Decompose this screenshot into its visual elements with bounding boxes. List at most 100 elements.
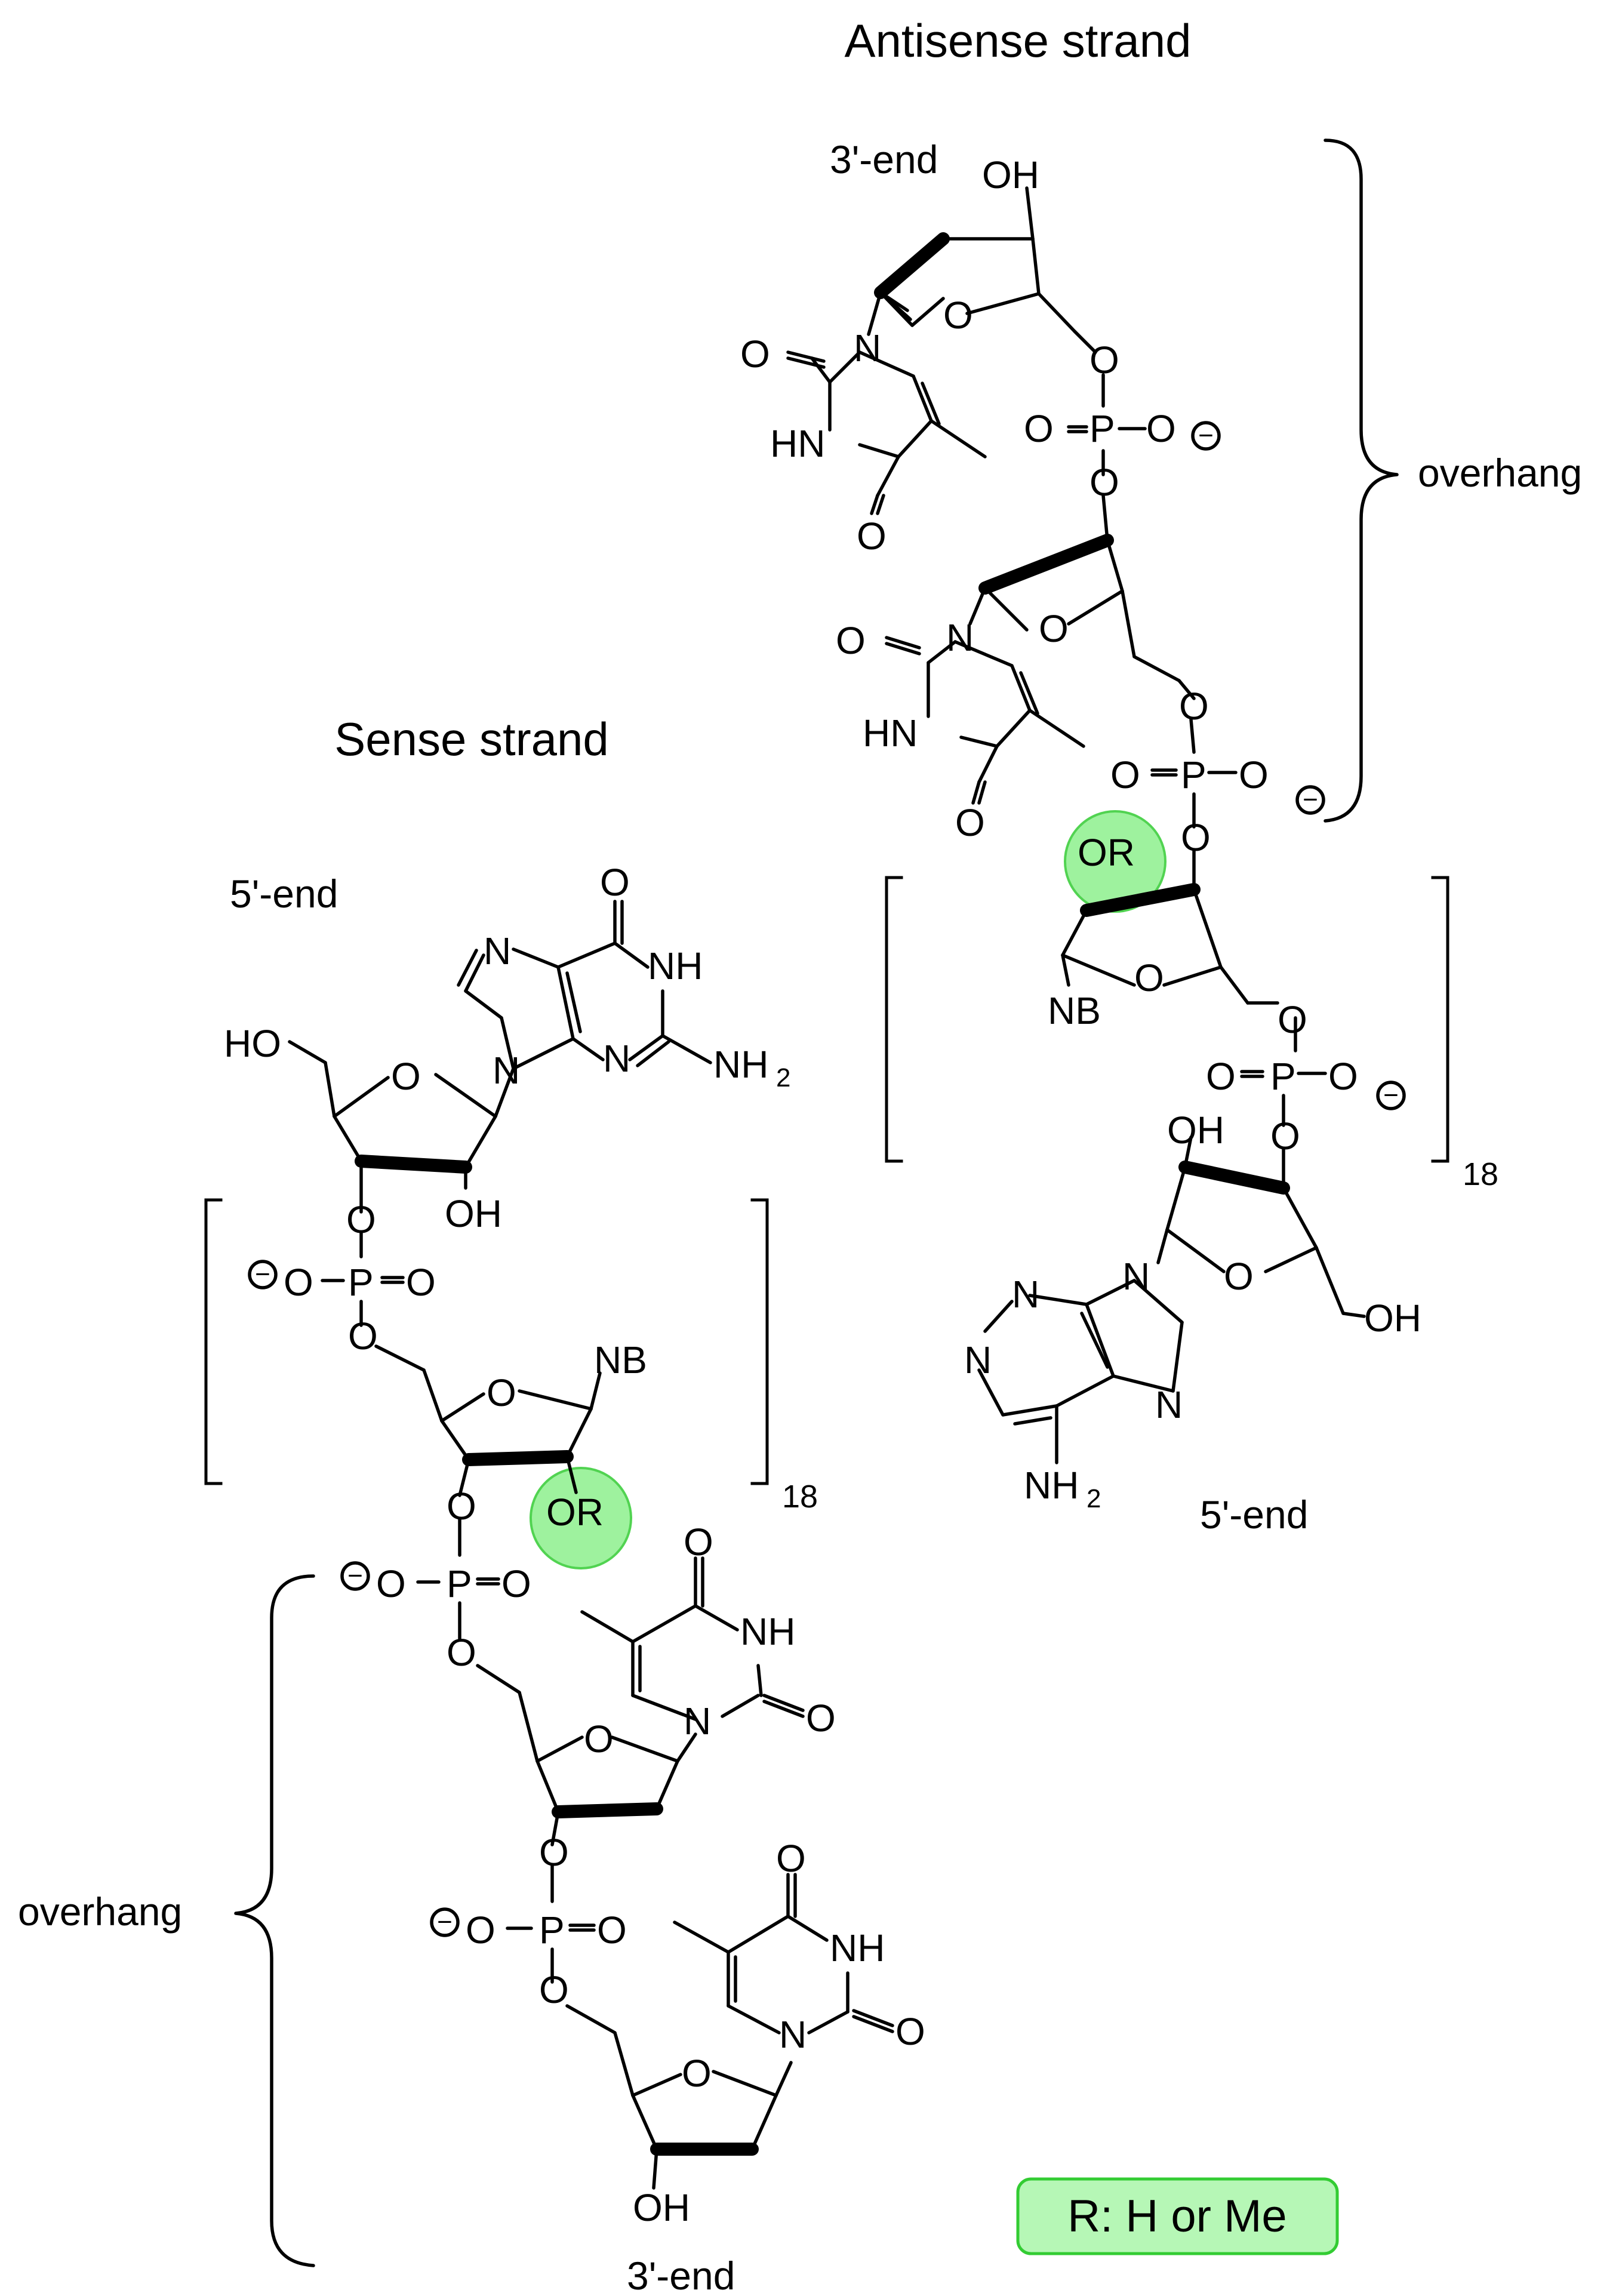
atom-o: O <box>740 333 770 376</box>
atom-n: N <box>964 1338 992 1381</box>
svg-text:−: − <box>347 1561 363 1590</box>
atom-n: N <box>1122 1255 1150 1298</box>
atom-o: O <box>406 1261 436 1304</box>
atom-n: N <box>493 1049 520 1092</box>
atom-nb: NB <box>594 1338 647 1381</box>
charges: − − − − − − <box>248 421 1406 1937</box>
atom-n: N <box>1155 1383 1183 1426</box>
atom-o: O <box>600 861 630 904</box>
atom-oh: OH <box>1167 1109 1224 1152</box>
atom-o: O <box>447 1485 476 1528</box>
negative-charge: − <box>340 1561 370 1591</box>
atom-o: O <box>1270 1115 1300 1158</box>
sense-title: Sense strand <box>334 713 609 765</box>
or-highlight-sense <box>530 1467 632 1569</box>
atom-o: O <box>1278 998 1307 1041</box>
atom-o: O <box>1089 338 1119 381</box>
svg-text:−: − <box>1383 1081 1399 1110</box>
atom-o: O <box>684 1521 713 1564</box>
atom-n: N <box>684 1700 711 1743</box>
legend-text: R: H or Me <box>1067 2191 1286 2242</box>
atom-o: O <box>1134 956 1164 999</box>
negative-charge: − <box>1295 785 1325 815</box>
atom-nh: NH <box>648 944 703 987</box>
atom-nh2: NH <box>1024 1464 1079 1507</box>
sense-5-end-label: 5'-end <box>230 872 338 916</box>
atom-o: O <box>1110 753 1140 796</box>
atom-o: O <box>447 1631 476 1674</box>
antisense-3-end-label: 3'-end <box>830 137 938 181</box>
atom-n: N <box>484 930 511 972</box>
atom-o: O <box>539 1968 569 2011</box>
atom-o: O <box>539 1831 569 1874</box>
repeat-count-sense: 18 <box>782 1479 818 1515</box>
atom-n: N <box>779 2013 807 2056</box>
atom-o: O <box>501 1562 531 1605</box>
antisense-title: Antisense strand <box>844 14 1191 67</box>
overhang-brace-left <box>234 1574 315 2267</box>
atom-o: O <box>1024 407 1054 450</box>
atom-o: O <box>1039 607 1069 650</box>
atom-or: OR <box>546 1491 604 1534</box>
atom-p: P <box>539 1909 565 1952</box>
atom-oh: OH <box>633 2186 690 2229</box>
atom-nh: NH <box>830 1926 885 1969</box>
or-highlight-antisense <box>1064 810 1167 913</box>
atom-n: N <box>946 616 974 659</box>
overhang-left-label: overhang <box>18 1889 182 1934</box>
antisense-repeat-bracket <box>885 876 1449 1163</box>
sense-3-end-label: 3'-end <box>627 2254 735 2296</box>
atom-n: N <box>854 327 881 370</box>
atom-sub-2: 2 <box>776 1063 790 1092</box>
atom-nh: NH <box>740 1610 795 1653</box>
atom-o: O <box>1181 816 1211 859</box>
antisense-wedge-bonds <box>874 232 1290 1195</box>
atom-o: O <box>346 1198 376 1241</box>
atom-o: O <box>1089 461 1119 504</box>
antisense-bonds <box>786 186 1366 1464</box>
svg-text:−: − <box>255 1260 270 1289</box>
atom-o: O <box>857 515 887 558</box>
atom-o: O <box>597 1909 627 1952</box>
atom-oh: OH <box>1364 1297 1421 1340</box>
atom-o: O <box>682 2052 712 2095</box>
repeat-count-antisense: 18 <box>1463 1156 1498 1192</box>
atom-o: O <box>1179 685 1209 728</box>
atom-o: O <box>391 1055 421 1098</box>
end-labels: 3'-end 5'-end 5'-end 3'-end overhang ove… <box>18 137 1582 2296</box>
atom-o: O <box>466 1909 495 1952</box>
atom-o: O <box>1146 407 1176 450</box>
atom-p: P <box>348 1261 374 1304</box>
atom-p: P <box>1089 407 1115 450</box>
atom-o: O <box>895 2010 925 2053</box>
atom-sub-2: 2 <box>1087 1484 1101 1513</box>
atom-o: O <box>1206 1055 1236 1098</box>
atom-o: O <box>943 294 973 337</box>
atom-nb: NB <box>1048 989 1101 1032</box>
atom-labels: OH O N O HN O O O P O O O N O HN O O O P… <box>224 153 1421 2229</box>
atom-p: P <box>1181 753 1207 796</box>
atom-oh: OH <box>445 1192 502 1235</box>
titles: Antisense strand Sense strand <box>334 14 1191 765</box>
atom-o: O <box>1328 1055 1358 1098</box>
atom-nh2: NH <box>713 1043 768 1086</box>
atom-o: O <box>348 1315 378 1358</box>
antisense-5-end-label: 5'-end <box>1200 1492 1308 1537</box>
svg-text:−: − <box>1303 785 1318 814</box>
overhang-brace-right <box>1324 139 1399 823</box>
atom-oh: OH <box>982 153 1039 196</box>
atom-n: N <box>603 1037 630 1080</box>
negative-charge: − <box>1191 421 1221 451</box>
negative-charge: − <box>1376 1081 1406 1110</box>
atom-o: O <box>487 1371 516 1414</box>
svg-text:−: − <box>437 1907 453 1937</box>
atom-hn: HN <box>863 712 918 755</box>
atom-n: N <box>1012 1273 1039 1316</box>
svg-text:−: − <box>1198 421 1214 450</box>
atom-or: OR <box>1078 831 1135 874</box>
atom-o: O <box>836 619 866 662</box>
legend-box <box>1016 2177 1339 2255</box>
atom-o: O <box>584 1718 614 1761</box>
atom-o: O <box>284 1261 313 1304</box>
